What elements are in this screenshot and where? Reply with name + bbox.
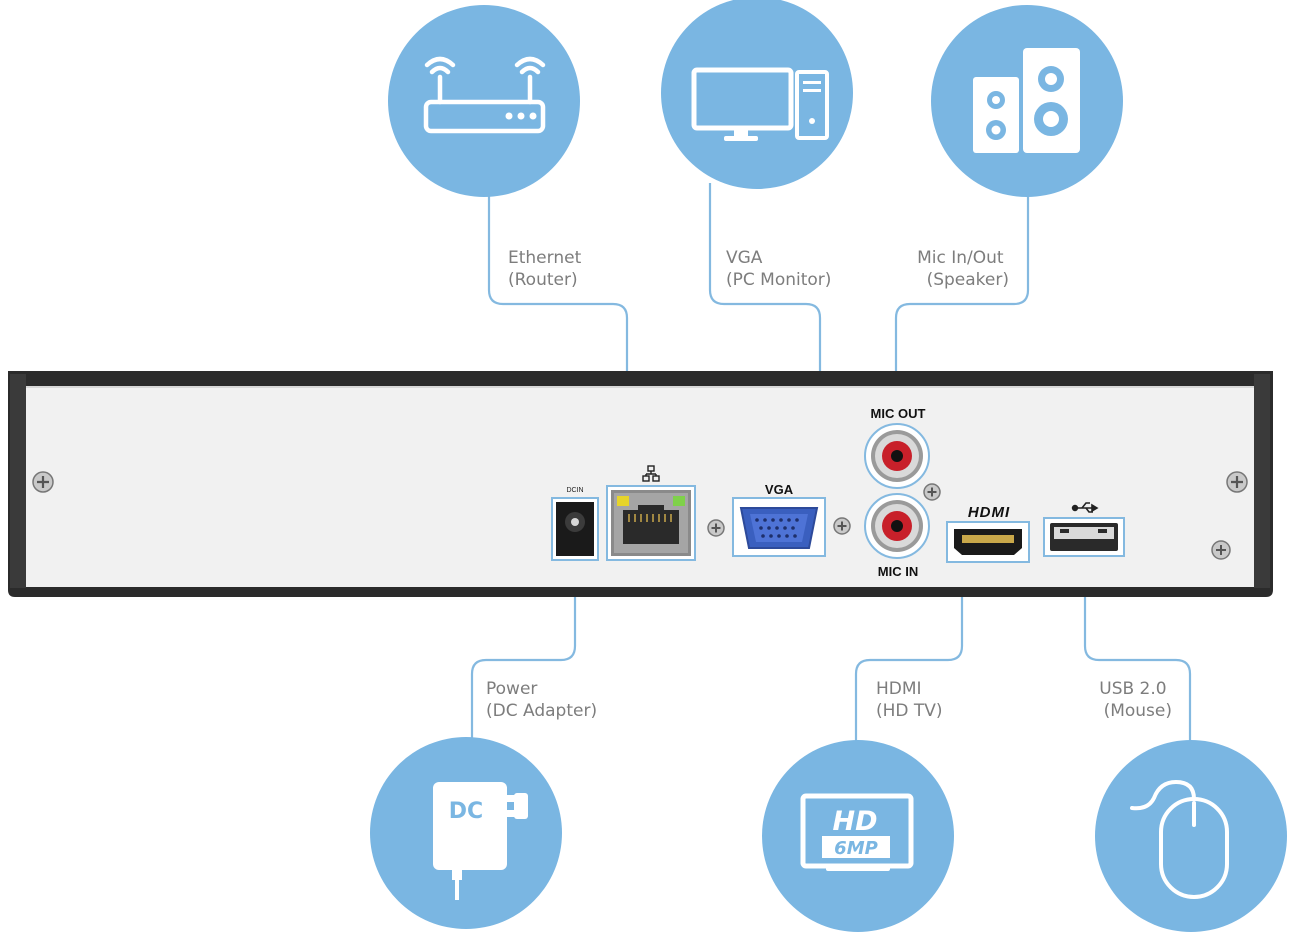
power-label: Power (DC Adapter) (486, 679, 597, 721)
ethernet-port (606, 465, 696, 561)
router-icon (423, 56, 546, 134)
router-circle (388, 5, 580, 197)
mic-label: Mic In/Out (Speaker) (917, 248, 1009, 290)
mp-text: 6MP (834, 838, 878, 859)
vga-port: VGA (732, 482, 826, 557)
mouse-circle (1095, 740, 1287, 932)
vga-port-label: VGA (765, 482, 794, 497)
usb-icon (1071, 502, 1099, 513)
usb-port (1043, 502, 1125, 557)
hd-tv-icon: HD 6MP (800, 793, 914, 871)
vga-label: VGA (PC Monitor) (726, 248, 831, 290)
usb-connector (1083, 556, 1192, 742)
mic-connector (894, 195, 1030, 432)
pc-monitor-icon (691, 67, 829, 141)
speaker-circle (931, 5, 1123, 197)
mouse-icon (1130, 779, 1229, 899)
nvr-device: DCIN (8, 371, 1273, 597)
dc-adapter-circle: DC (370, 737, 562, 929)
network-icon (642, 465, 660, 482)
connector-lines (470, 183, 1192, 750)
mic-out-label: MIC OUT (871, 406, 926, 421)
ethernet-connector (487, 195, 629, 488)
hdmi-logo: HDMI (968, 504, 1010, 521)
hd-tv-circle: HD 6MP (762, 740, 954, 932)
ethernet-label: Ethernet (Router) (508, 248, 587, 290)
pc-monitor-circle (661, 0, 853, 189)
vga-connector (708, 183, 822, 498)
mic-in-port: MIC IN (864, 493, 930, 579)
dc-adapter-icon: DC (433, 782, 528, 900)
speaker-icon (973, 48, 1080, 153)
hdmi-label: HDMI (HD TV) (876, 679, 943, 721)
hdmi-port: HDMI (946, 504, 1030, 563)
usb-label: USB 2.0 (Mouse) (1099, 679, 1172, 721)
router-lights (505, 112, 537, 120)
mic-in-label: MIC IN (878, 564, 918, 579)
power-connector (470, 560, 577, 750)
dc-adapter-text: DC (449, 799, 483, 824)
dc-in-port: DCIN (551, 487, 599, 561)
panel-screws (32, 471, 1248, 560)
mic-out-port: MIC OUT (864, 406, 930, 489)
hd-text: HD (832, 806, 877, 837)
hdmi-connector (854, 560, 964, 742)
dc-in-label: DCIN (566, 487, 583, 494)
